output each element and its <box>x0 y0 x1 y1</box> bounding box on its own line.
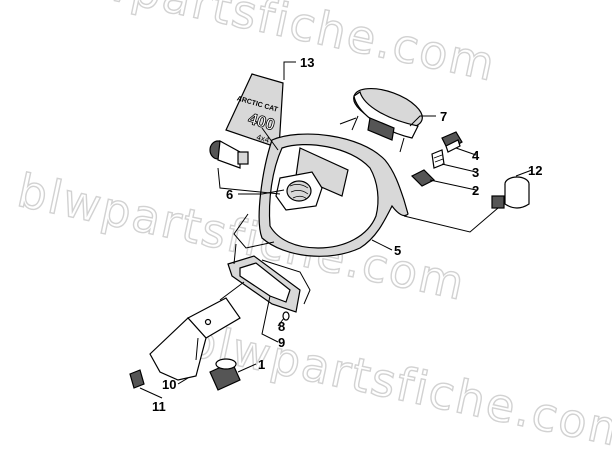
watermark-middle: blwpartsfiche.com <box>13 163 471 311</box>
knob-face <box>286 180 312 202</box>
bulb-threads <box>433 154 444 163</box>
gauge-stud-left <box>351 115 359 131</box>
callout-6: 6 <box>226 187 233 202</box>
plug-right-pins <box>491 195 505 209</box>
plug-left-body <box>217 140 241 169</box>
retainer-opening <box>239 262 291 303</box>
part-bracket <box>149 297 241 381</box>
callout-1: 1 <box>258 357 265 372</box>
part-washer <box>410 169 436 187</box>
part-decal: ARCTIC CAT 400 4x4 <box>225 73 284 149</box>
callout-9: 9 <box>278 335 285 350</box>
bracket-hole <box>204 318 212 326</box>
retainer-screw <box>282 311 290 321</box>
part-switch-knob <box>275 171 323 211</box>
watermark-top: blwpartsfiche.com <box>43 0 501 92</box>
gauge-stud-right <box>399 137 405 153</box>
pod-decal-recess <box>295 147 349 197</box>
callout-2: 2 <box>472 183 479 198</box>
callout-10: 10 <box>162 377 176 392</box>
callout-labels: 13 7 4 3 2 12 5 6 8 9 1 10 11 <box>152 55 542 414</box>
callout-5: 5 <box>394 243 401 258</box>
gauge-body <box>353 91 419 139</box>
switch-small-base <box>445 139 461 153</box>
callout-13: 13 <box>300 55 314 70</box>
part-bulb <box>431 149 445 169</box>
part-pod-housing <box>258 133 409 257</box>
key-switch-face <box>215 358 237 370</box>
watermark-lower: blwpartsfiche.com <box>183 312 612 460</box>
part-gauge <box>351 87 423 153</box>
bracket-arm <box>149 317 207 381</box>
plug-left-tip <box>237 151 249 165</box>
knob-texture <box>289 184 309 200</box>
callout-3: 3 <box>472 165 479 180</box>
washer-shape <box>410 169 436 187</box>
callout-7: 7 <box>440 109 447 124</box>
callout-4: 4 <box>472 148 480 163</box>
part-screw <box>129 369 145 389</box>
callout-11: 11 <box>152 399 166 414</box>
screw-shape <box>129 369 145 389</box>
part-plug-right <box>491 176 530 209</box>
part-retainer <box>227 255 301 321</box>
part-key-switch <box>209 358 241 391</box>
leader-lines <box>139 61 533 399</box>
part-switch-small <box>441 131 463 153</box>
callout-12: 12 <box>528 163 542 178</box>
callout-8: 8 <box>278 319 285 334</box>
plug-right-body <box>504 184 530 209</box>
part-plug-left <box>209 140 249 169</box>
gauge-connector <box>367 117 395 141</box>
